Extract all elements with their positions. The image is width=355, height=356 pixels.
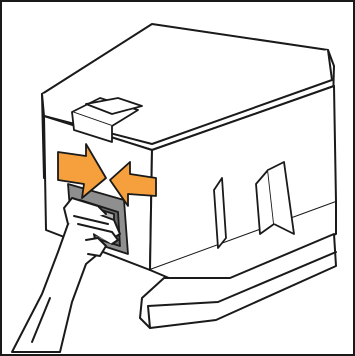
printer-cartridge-illustration [2, 2, 353, 354]
